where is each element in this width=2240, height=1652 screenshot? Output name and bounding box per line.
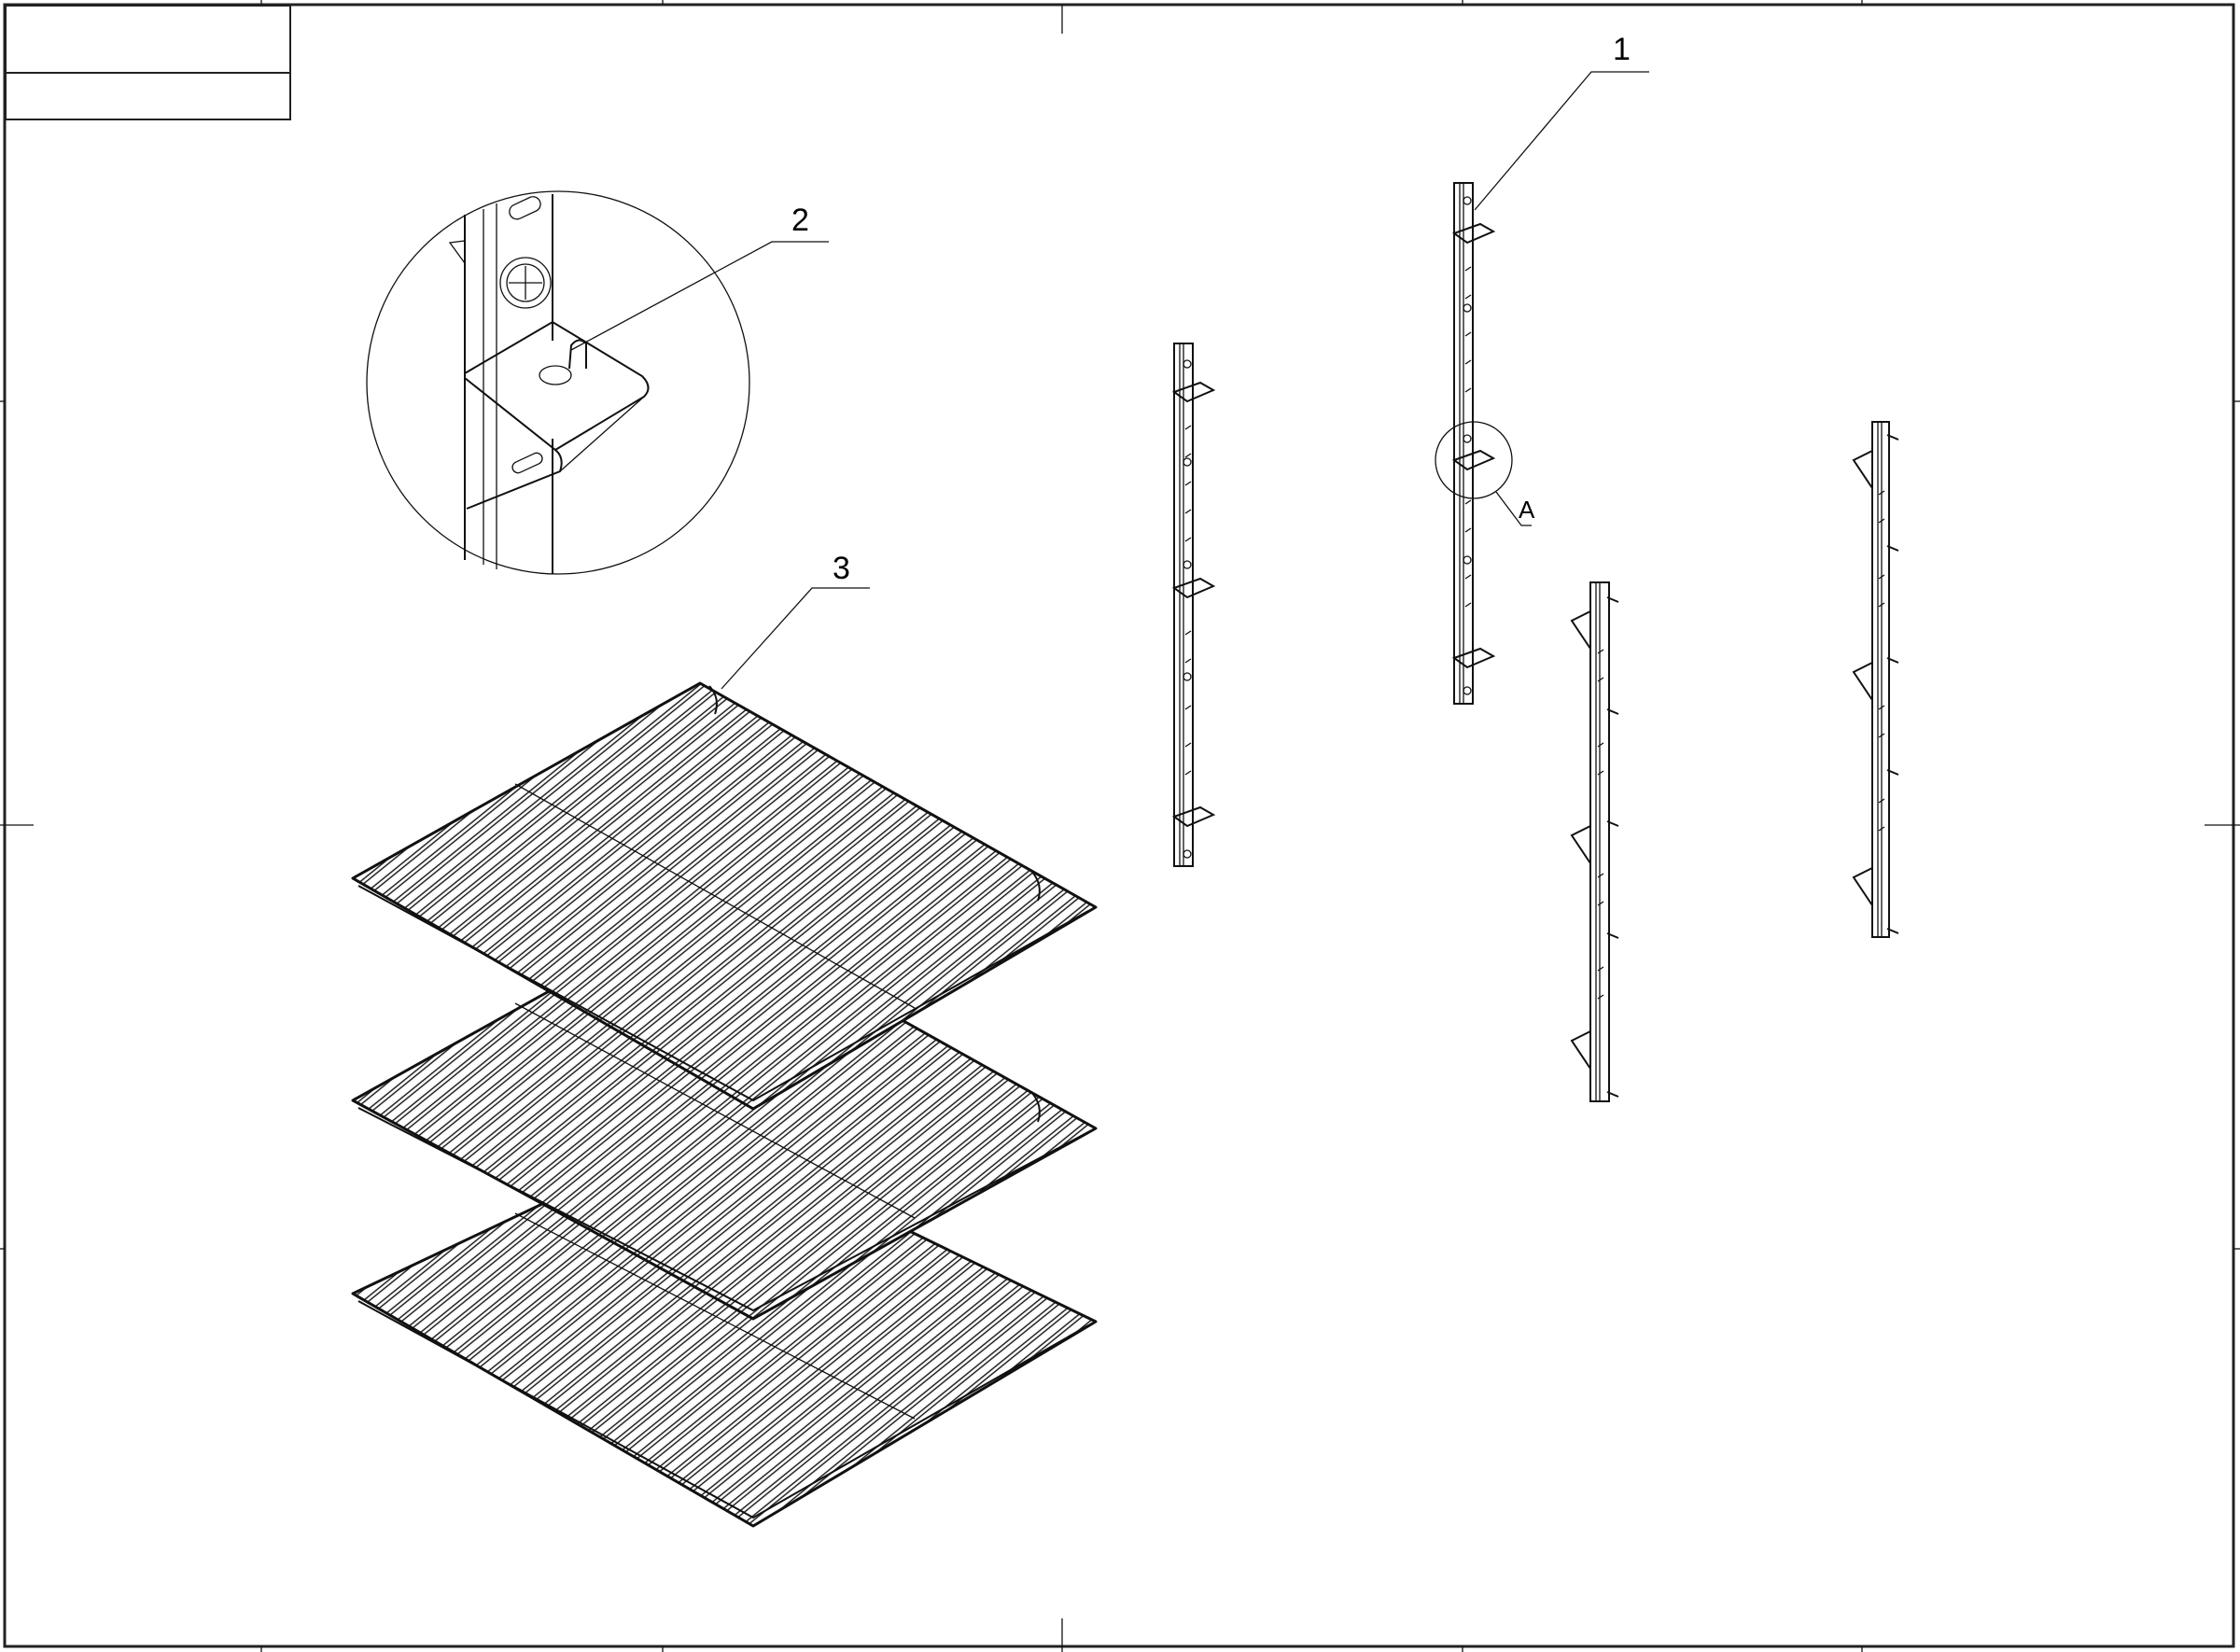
callout-2-label: 2 xyxy=(791,203,809,238)
wire-shelf-bottom xyxy=(351,1127,1098,1528)
wire-shelf-middle xyxy=(351,905,1098,1321)
rail-triangular-brackets-right xyxy=(1852,421,1899,938)
callout-3-label: 3 xyxy=(833,551,850,586)
rail-flat-brackets-right: 1 A xyxy=(1435,32,1649,705)
wire-shelf-top: 3 xyxy=(351,551,1098,1111)
rail-flat-brackets-left xyxy=(1171,343,1216,867)
rail-triangular-brackets-left xyxy=(1570,581,1619,1102)
detail-view-a: 2 xyxy=(366,190,829,575)
callout-1-label: 1 xyxy=(1613,32,1631,67)
detail-a-marker xyxy=(1435,421,1513,499)
detail-a-label: A xyxy=(1519,496,1535,524)
